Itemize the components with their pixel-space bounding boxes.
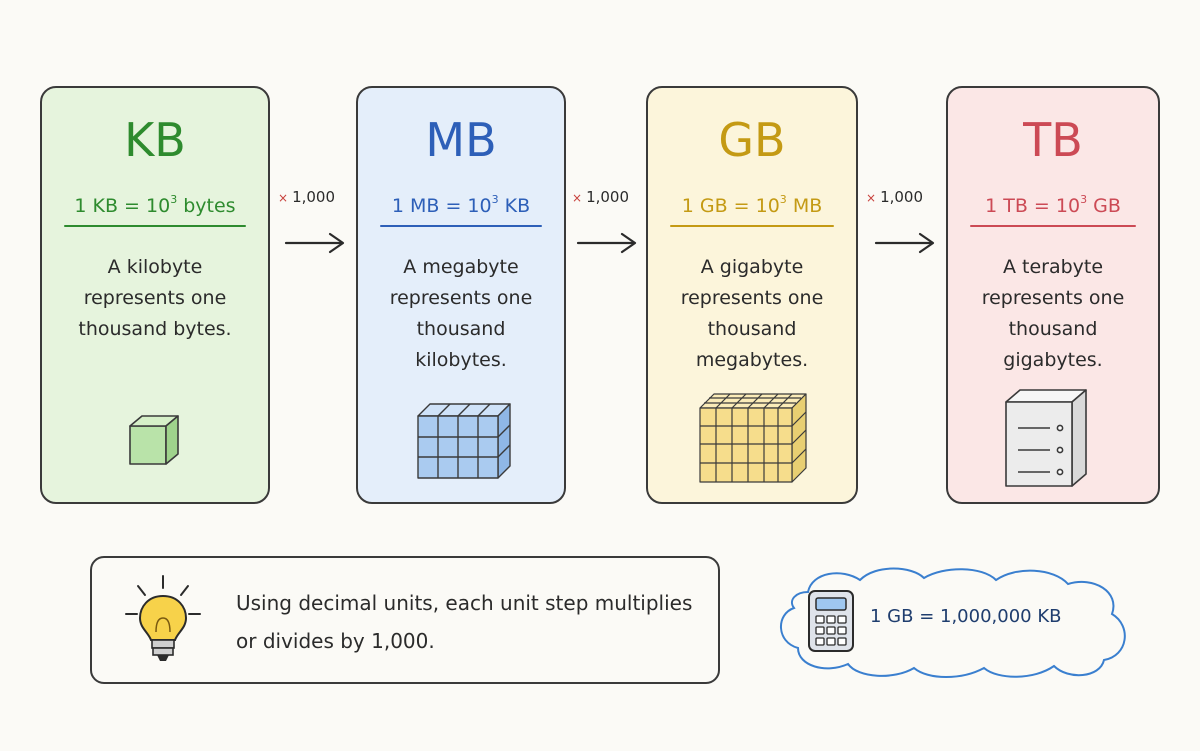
example-text: 1 GB = 1,000,000 KB [870,606,1062,627]
single-cube-icon [129,415,179,465]
card-underline [970,225,1136,227]
cloud-shape [780,567,1126,678]
calculator-icon [808,590,854,652]
large-cube-stack-icon [699,393,807,483]
card-underline [670,225,834,227]
cube-stack-icon [417,403,511,479]
card-tb: TB 1 TB = 103 GB A terabyte represents o… [946,86,1160,504]
card-description: A megabyte represents one thousand kilob… [389,256,533,371]
right-arrow-icon [284,232,345,254]
card-equation: 1 KB = 103 bytes [74,193,236,217]
multiplier-label: ×1,000 [866,188,924,206]
card-title: TB [1023,113,1083,167]
card-equation: 1 TB = 103 GB [985,193,1121,217]
card-underline [64,225,246,227]
card-underline [380,225,542,227]
server-icon [1005,389,1087,487]
card-title: MB [425,113,497,167]
card-equation: 1 GB = 103 MB [681,193,823,217]
card-gb: GB 1 GB = 103 MB A gigabyte represents o… [646,86,858,504]
card-mb: MB 1 MB = 103 KB A megabyte represents o… [356,86,566,504]
card-title: KB [124,113,186,167]
card-description: A terabyte represents one thousand gigab… [981,256,1125,371]
card-equation: 1 MB = 103 KB [391,193,531,217]
lightbulb-icon [125,575,201,661]
right-arrow-icon [874,232,935,254]
tip-box: Using decimal units, each unit step mult… [90,556,720,684]
multiplier-label: ×1,000 [278,188,336,206]
example-cloud: 1 GB = 1,000,000 KB [772,562,1136,680]
right-arrow-icon [576,232,637,254]
tip-text: Using decimal units, each unit step mult… [236,591,693,653]
multiplier-label: ×1,000 [572,188,630,206]
card-kb: KB 1 KB = 103 bytes A kilobyte represent… [40,86,270,504]
card-description: A kilobyte represents one thousand bytes… [78,256,232,340]
card-title: GB [718,113,786,167]
card-description: A gigabyte represents one thousand megab… [680,256,824,371]
